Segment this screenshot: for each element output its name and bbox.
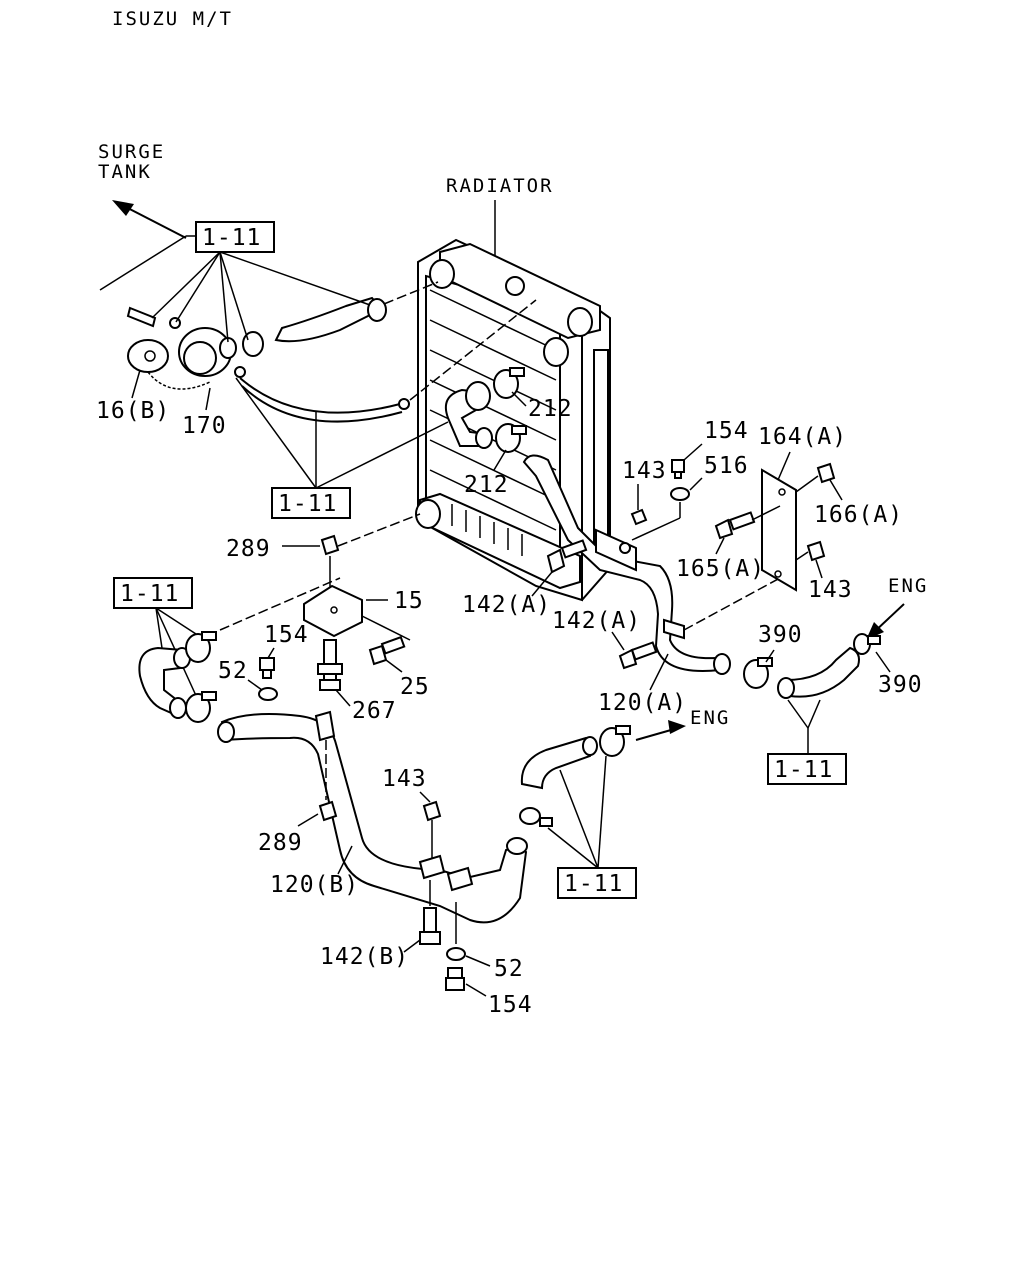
callout-154-top: 154 — [704, 418, 749, 444]
callout-289-top: 289 — [226, 536, 271, 562]
pipe-bracket-lower — [663, 618, 685, 640]
bolt-142b — [419, 907, 441, 945]
callout-52-bottom: 52 — [494, 956, 524, 982]
washer-52-bottom — [446, 947, 466, 961]
bracket-120b-b — [446, 866, 474, 892]
callout-120a: 120(A) — [598, 690, 687, 716]
callout-212-lower: 212 — [464, 472, 509, 498]
callout-120b: 120(B) — [270, 872, 359, 898]
callout-142b: 142(B) — [320, 944, 409, 970]
page-title: ISUZU M/T — [112, 8, 233, 30]
bracket-clip — [314, 710, 336, 742]
ref-box-left: 1-11 — [113, 577, 341, 701]
bolt-154-top — [671, 459, 685, 479]
nut-143-top — [630, 508, 648, 526]
ref-box-top-left: 1-11 — [99, 221, 371, 343]
nut-289-top — [320, 534, 340, 556]
pipe-bracket-upper — [595, 528, 637, 572]
upper-hose-clamp — [367, 298, 387, 322]
breather-pipe — [239, 377, 401, 414]
nut-289-bottom — [318, 800, 338, 822]
ref-box-right: 1-11 — [767, 699, 847, 785]
radiator-label: RADIATOR — [446, 175, 554, 197]
eng-arrow-bottom — [635, 720, 686, 741]
small-hose — [126, 306, 157, 328]
bracket-15 — [303, 584, 363, 638]
eng-label-bottom: ENG — [690, 707, 730, 729]
callout-516: 516 — [704, 453, 749, 479]
svg-text:1-11: 1-11 — [202, 225, 261, 251]
breather-clip-left — [234, 366, 246, 378]
filler-neck — [178, 327, 232, 377]
callout-164a: 164(A) — [758, 424, 847, 450]
callout-142a-lower: 142(A) — [552, 608, 641, 634]
callout-170: 170 — [182, 413, 227, 439]
surge-tank-arrow — [112, 200, 187, 239]
plate-164a — [761, 468, 797, 592]
surge-tank-label-line1: SURGE — [98, 141, 165, 163]
radiator — [415, 238, 611, 602]
lower-eng-hose — [520, 736, 594, 790]
svg-text:1-11: 1-11 — [774, 757, 833, 783]
small-clip — [169, 317, 181, 329]
ref-box-mid-left: 1-11 — [235, 377, 449, 519]
nut-143-right — [806, 540, 826, 562]
callout-165a: 165(A) — [676, 556, 765, 582]
hose-390 — [784, 646, 860, 698]
lower-eng-clamp-2 — [519, 807, 541, 825]
pipe-120b — [220, 713, 528, 924]
bolt-154-mid — [259, 657, 275, 679]
callout-143-bottom: 143 — [382, 766, 427, 792]
svg-text:1-11: 1-11 — [120, 581, 179, 607]
callout-15: 15 — [394, 588, 424, 614]
callout-143-top: 143 — [622, 458, 667, 484]
ref-box-bottom: 1-11 — [547, 755, 637, 899]
radiator-cap — [127, 339, 211, 390]
callout-143-right: 143 — [808, 577, 853, 603]
washer-52-mid — [258, 687, 278, 701]
bolt-165a — [714, 511, 756, 540]
callout-52-mid: 52 — [218, 658, 248, 684]
eng-arrow-right — [866, 603, 905, 640]
callout-390-right: 390 — [878, 672, 923, 698]
callout-166a: 166(A) — [814, 502, 903, 528]
upper-hose — [274, 296, 378, 343]
upper-hose-leader — [383, 281, 439, 305]
surge-tank-label-line2: TANK — [98, 161, 152, 183]
breather-clip-right — [398, 398, 410, 410]
callout-16b: 16(B) — [96, 398, 170, 424]
callout-267: 267 — [352, 698, 397, 724]
svg-text:1-11: 1-11 — [278, 491, 337, 517]
callout-212-upper: 212 — [528, 396, 573, 422]
callout-390-left: 390 — [758, 622, 803, 648]
svg-text:1-11: 1-11 — [564, 871, 623, 897]
bracket-120b-a — [418, 854, 446, 880]
bolt-154-bottom — [445, 967, 465, 991]
eng-label-right: ENG — [888, 575, 928, 597]
callout-289-bottom: 289 — [258, 830, 303, 856]
nut-143-bottom — [422, 800, 442, 822]
bolt-142a-upper — [546, 539, 588, 574]
nut-166a — [816, 462, 836, 484]
stud-267 — [317, 639, 343, 691]
callout-25: 25 — [400, 674, 430, 700]
callout-154-mid: 154 — [264, 622, 309, 648]
callout-142a-upper: 142(A) — [462, 592, 551, 618]
callout-154-bottom: 154 — [488, 992, 533, 1018]
washer-516 — [670, 487, 690, 501]
bolt-142a-lower — [618, 641, 658, 670]
